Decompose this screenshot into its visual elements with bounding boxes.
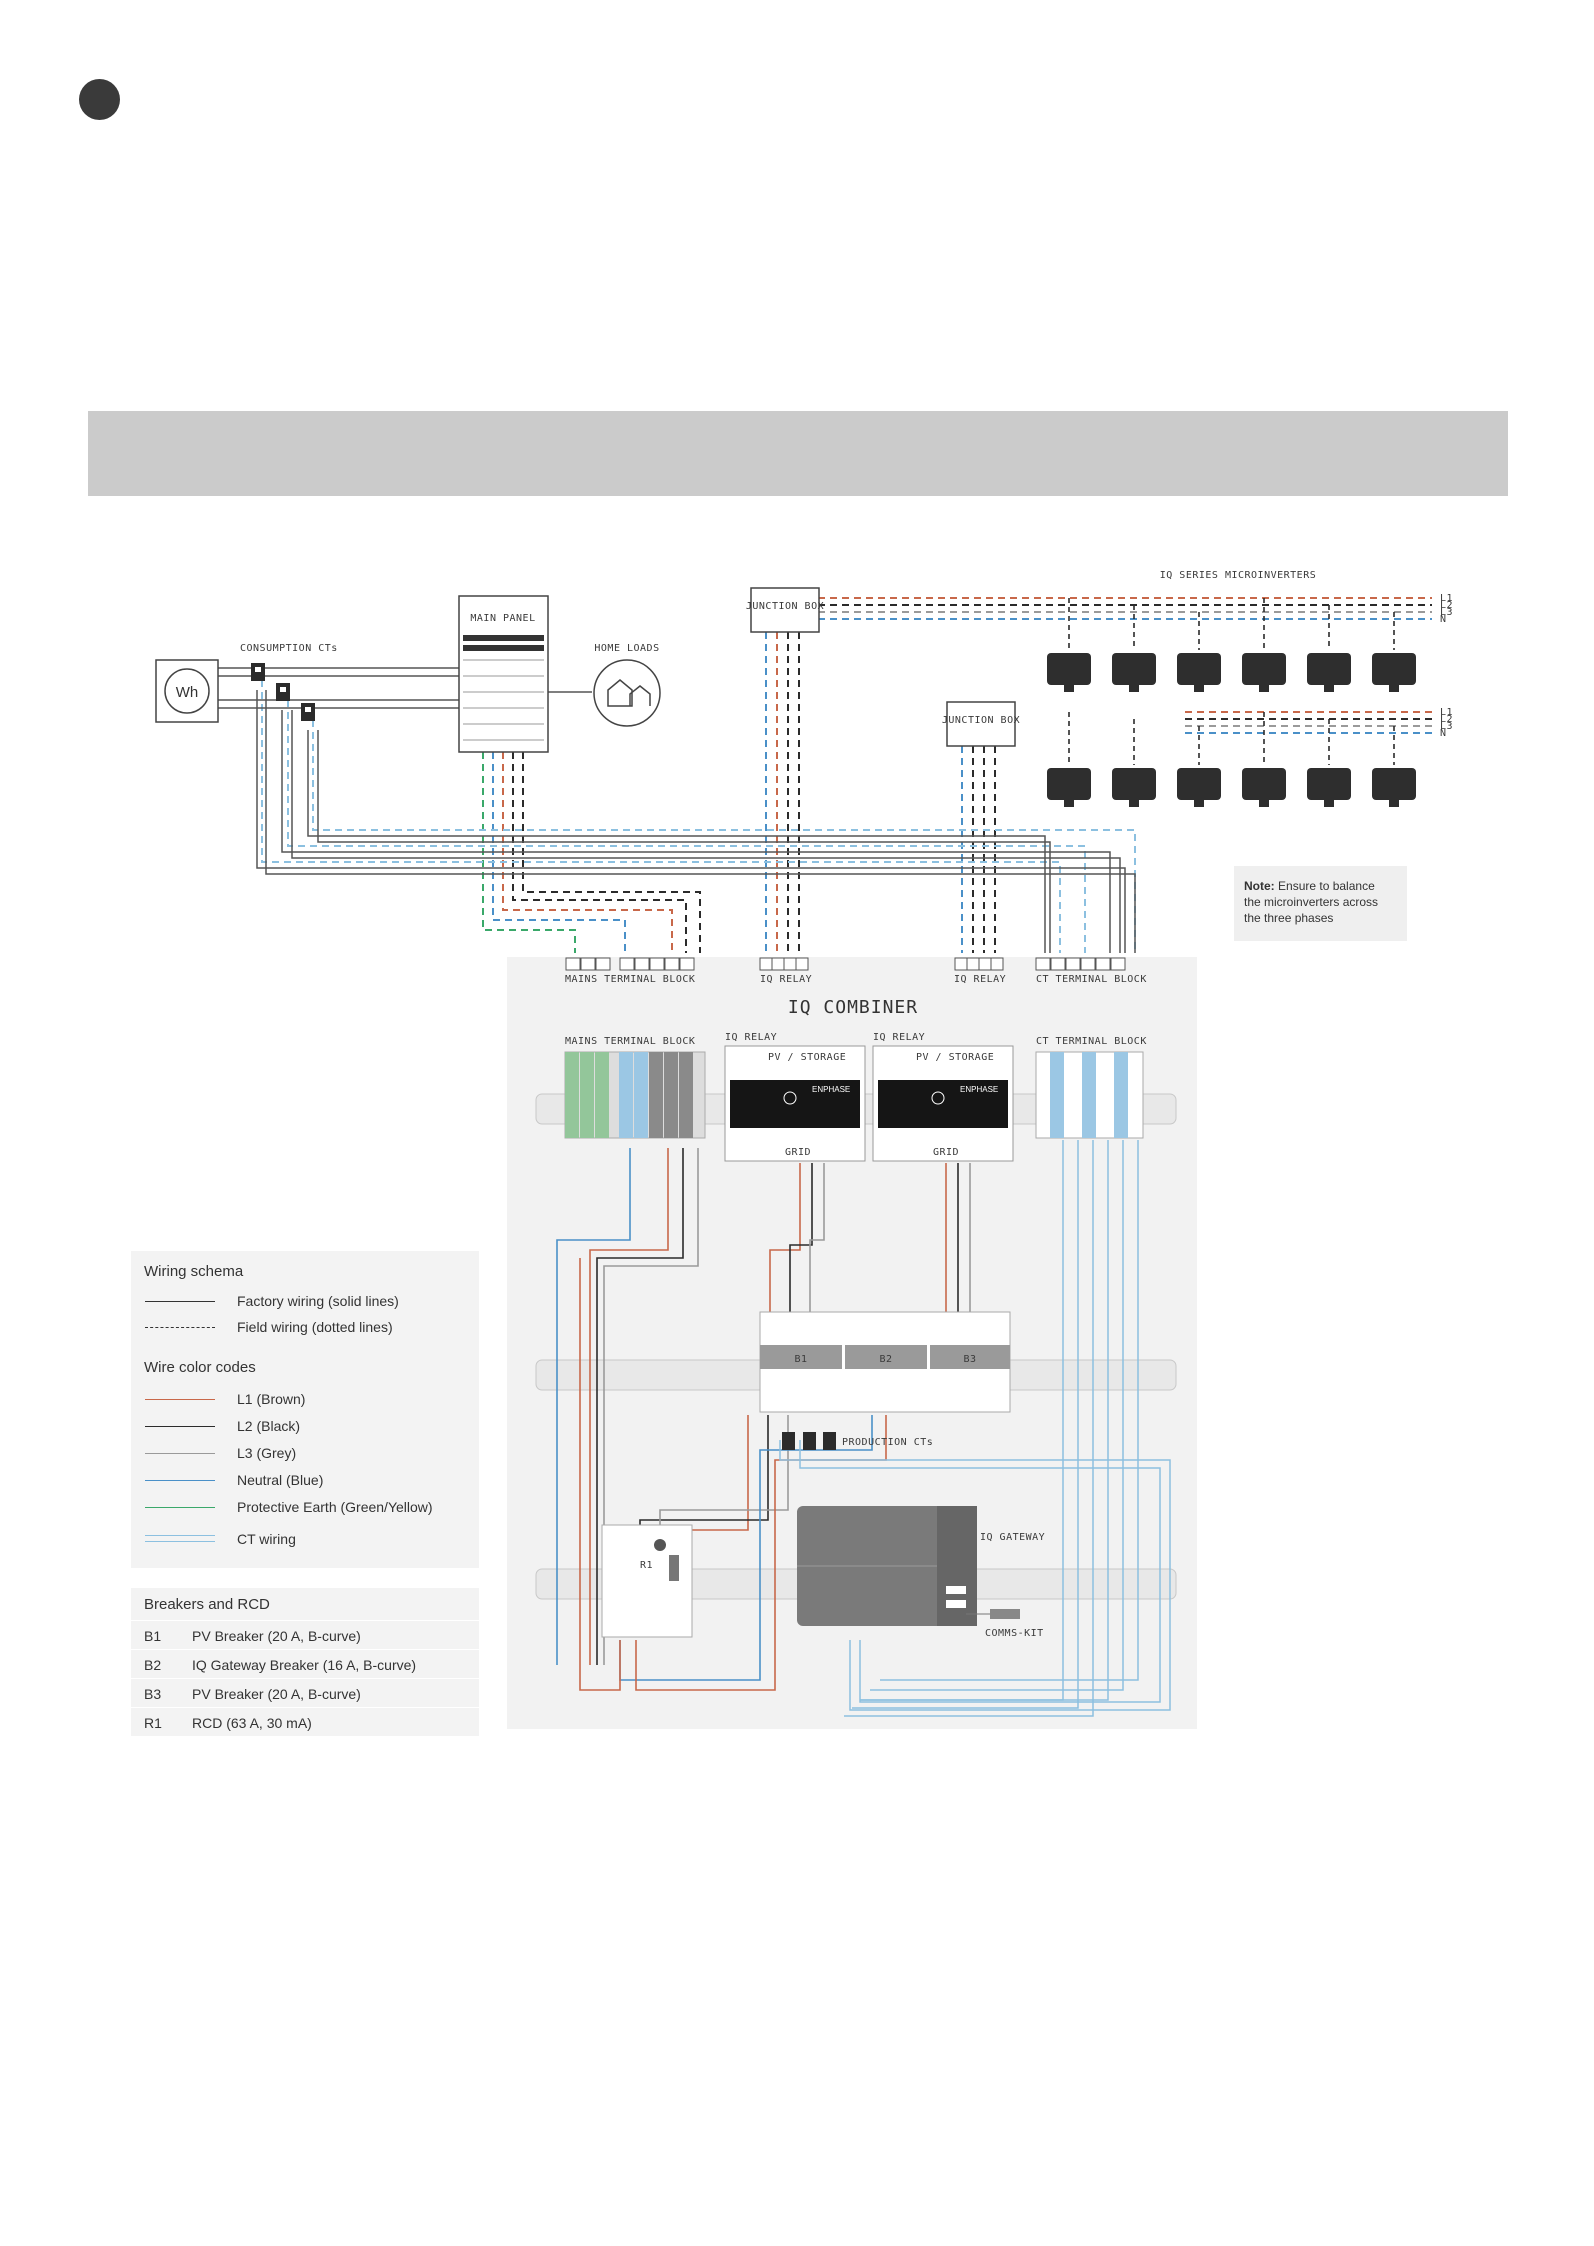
note-bold: Note: bbox=[1244, 879, 1275, 893]
legend-factory: Factory wiring (solid lines) bbox=[131, 1291, 479, 1313]
svg-text:Wh: Wh bbox=[176, 684, 199, 701]
step-marker bbox=[79, 79, 120, 120]
header-band bbox=[88, 411, 1508, 496]
iq-combiner-title: IQ COMBINER bbox=[788, 997, 918, 1018]
legend-ct: CT wiring bbox=[131, 1529, 479, 1551]
junction-box-1: JUNCTION BOX bbox=[746, 587, 824, 633]
svg-text:PV / STORAGE: PV / STORAGE bbox=[916, 1052, 994, 1063]
microinverter bbox=[1307, 653, 1351, 685]
svg-text:L1: L1 bbox=[1440, 593, 1453, 604]
wiring-legend: Wiring schema Factory wiring (solid line… bbox=[131, 1251, 479, 1568]
svg-text:GRID: GRID bbox=[933, 1147, 959, 1158]
microinverter bbox=[1242, 768, 1286, 800]
svg-text:L2: L2 bbox=[1440, 600, 1453, 611]
svg-text:N: N bbox=[1440, 614, 1447, 625]
microinverter bbox=[1177, 768, 1221, 800]
microinverter bbox=[1112, 653, 1156, 685]
ct-return-wiring bbox=[779, 1140, 1171, 1717]
note-line2: the microinverters across bbox=[1244, 895, 1379, 909]
energy-meter: Wh bbox=[155, 659, 219, 723]
svg-text:MAIN PANEL: MAIN PANEL bbox=[470, 613, 535, 624]
iq-relay-label-1: IQ RELAY bbox=[725, 1032, 777, 1043]
production-cts bbox=[782, 1432, 836, 1450]
mains-terminal-block-label: MAINS TERMINAL BLOCK bbox=[565, 1036, 695, 1047]
phase-labels-bottom: L1 L2 L3 N bbox=[1440, 707, 1453, 739]
breaker-b2-label: B2 bbox=[879, 1354, 892, 1365]
svg-text:L3: L3 bbox=[1440, 721, 1453, 732]
microinverter bbox=[1372, 653, 1416, 685]
legend-l2: L2 (Black) bbox=[131, 1416, 479, 1438]
svg-text:JUNCTION BOX: JUNCTION BOX bbox=[746, 601, 824, 612]
svg-text:GRID: GRID bbox=[785, 1147, 811, 1158]
comms-kit-label: COMMS-KIT bbox=[985, 1628, 1044, 1639]
svg-text:HOME LOADS: HOME LOADS bbox=[594, 643, 659, 654]
microinverter bbox=[1047, 768, 1091, 800]
svg-text:L1: L1 bbox=[1440, 707, 1453, 718]
iq-relay-label-top-2: IQ RELAY bbox=[954, 974, 1006, 985]
breakers-title: Breakers and RCD bbox=[144, 1596, 270, 1613]
legend-l3: L3 (Grey) bbox=[131, 1443, 479, 1465]
iq-relay-label-2: IQ RELAY bbox=[873, 1032, 925, 1043]
consumption-cts-label: CONSUMPTION CTs bbox=[240, 643, 338, 654]
svg-text:L2: L2 bbox=[1440, 714, 1453, 725]
microinverters-label: IQ SERIES MICROINVERTERS bbox=[1160, 570, 1317, 581]
microinverter bbox=[1242, 653, 1286, 685]
microinverter bbox=[1307, 768, 1351, 800]
micro-drops bbox=[1068, 598, 1395, 765]
breaker-b1-label: B1 bbox=[794, 1354, 807, 1365]
iq-relay-1: PV / STORAGE ENPHASE GRID bbox=[724, 1045, 866, 1162]
svg-text:JUNCTION BOX: JUNCTION BOX bbox=[942, 715, 1020, 726]
microinverter bbox=[1177, 653, 1221, 685]
microinverter bbox=[1047, 653, 1091, 685]
iq-relay-label-top-1: IQ RELAY bbox=[760, 974, 812, 985]
phase-labels-top: L1 L2 L3 N bbox=[1440, 593, 1453, 625]
breaker-b3-label: B3 bbox=[963, 1354, 976, 1365]
svg-text:N: N bbox=[1440, 728, 1447, 739]
microinverter bbox=[1112, 768, 1156, 800]
legend-pe: Protective Earth (Green/Yellow) bbox=[131, 1497, 479, 1519]
junction-box-2: JUNCTION BOX bbox=[942, 701, 1020, 747]
ct-terminal-block-label: CT TERMINAL BLOCK bbox=[1036, 1036, 1147, 1047]
breakers: B1 B2 B3 bbox=[759, 1311, 1011, 1413]
wire-color-codes-title: Wire color codes bbox=[144, 1359, 256, 1376]
rcd-r1: R1 bbox=[601, 1524, 693, 1638]
legend-neutral: Neutral (Blue) bbox=[131, 1470, 479, 1492]
svg-text:ENPHASE: ENPHASE bbox=[812, 1085, 850, 1094]
ct-terminal-block bbox=[1035, 1051, 1144, 1139]
home-loads: HOME LOADS bbox=[593, 643, 661, 727]
svg-text:R1: R1 bbox=[640, 1560, 653, 1571]
note-line3: the three phases bbox=[1244, 911, 1334, 925]
svg-text:ENPHASE: ENPHASE bbox=[960, 1085, 998, 1094]
iq-relay-2: PV / STORAGE ENPHASE GRID bbox=[872, 1045, 1014, 1162]
note-line1: Ensure to balance bbox=[1278, 879, 1375, 893]
svg-text:PV / STORAGE: PV / STORAGE bbox=[768, 1052, 846, 1063]
legend-l1: L1 (Brown) bbox=[131, 1389, 479, 1411]
main-panel: MAIN PANEL bbox=[458, 595, 549, 753]
mains-terminal-block-label-top: MAINS TERMINAL BLOCK bbox=[565, 974, 695, 985]
note-box: Note: Ensure to balance the microinverte… bbox=[1234, 866, 1407, 941]
iq-gateway bbox=[797, 1506, 1020, 1626]
wiring-schema-title: Wiring schema bbox=[144, 1263, 244, 1280]
external-terminals bbox=[565, 957, 1126, 971]
iq-gateway-label: IQ GATEWAY bbox=[980, 1532, 1045, 1543]
mains-terminal-block bbox=[564, 1051, 706, 1139]
field-wiring-top-string bbox=[261, 597, 1432, 953]
microinverter-array bbox=[1047, 653, 1416, 807]
svg-text:L3: L3 bbox=[1440, 607, 1453, 618]
solid-wiring-meter bbox=[218, 667, 1136, 953]
ct-terminal-block-label-top: CT TERMINAL BLOCK bbox=[1036, 974, 1147, 985]
microinverter bbox=[1372, 768, 1416, 800]
consumption-ct-group: CONSUMPTION CTs bbox=[240, 643, 338, 721]
production-cts-label: PRODUCTION CTs bbox=[842, 1437, 933, 1448]
legend-field: Field wiring (dotted lines) bbox=[131, 1317, 479, 1339]
